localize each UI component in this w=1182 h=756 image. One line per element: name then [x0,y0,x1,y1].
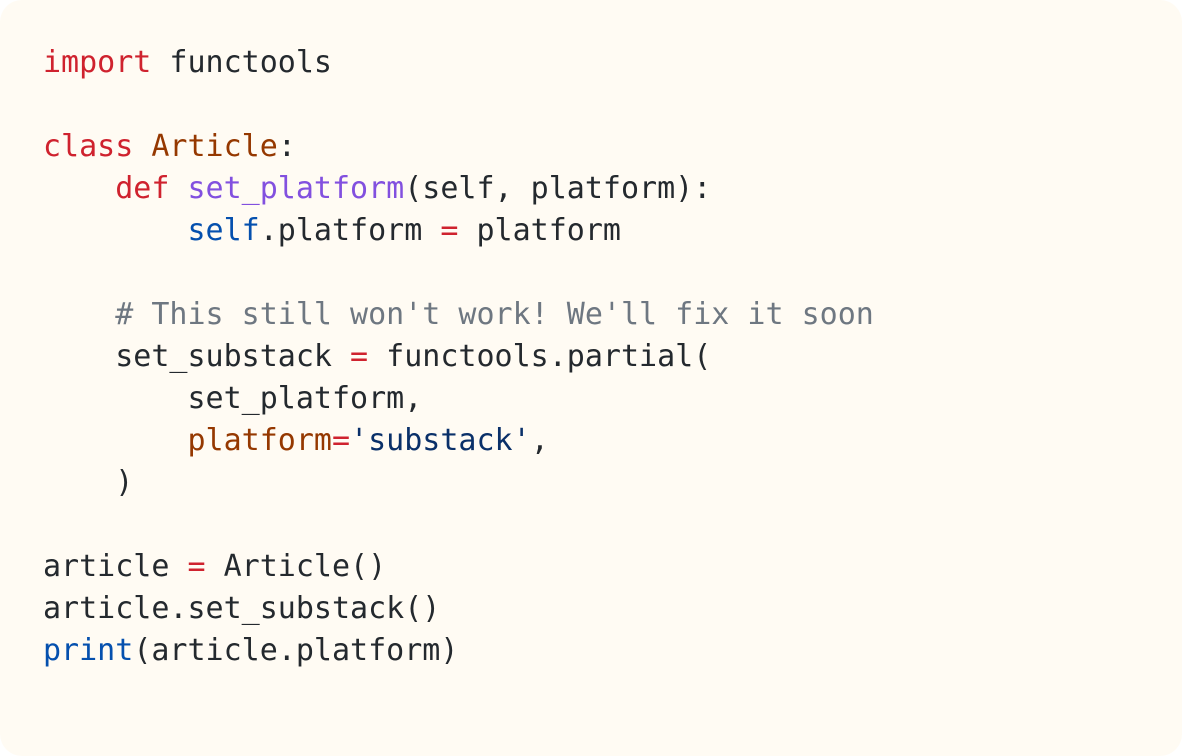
code-token-plain: , [530,423,549,458]
code-token-builtin: print [43,633,134,668]
code-line [43,504,1182,546]
code-token-plain: (self, platform): [404,171,712,206]
code-line: class Article: [43,126,1182,168]
code-token-class-name: Article [151,129,278,164]
code-token-keyword: def [115,171,170,206]
code-token-plain: Article() [205,549,387,584]
code-line [43,252,1182,294]
code-token-operator: = [350,339,369,374]
code-line: set_platform, [43,378,1182,420]
code-line: article.set_substack() [43,588,1182,630]
code-token-plain: ) [43,465,134,500]
code-token-plain [133,129,151,164]
code-token-plain [43,297,115,332]
code-line: set_substack = functools.partial( [43,336,1182,378]
code-line: platform='substack', [43,420,1182,462]
code-token-plain: set_substack [43,339,351,374]
code-token-plain: article [43,549,188,584]
code-token-param: platform [187,423,333,458]
code-token-plain: set_platform, [43,381,423,416]
code-token-operator: = [440,213,459,248]
code-line: article = Article() [43,546,1182,588]
code-token-operator: = [332,423,351,458]
code-token-keyword: class [43,129,134,164]
code-line: def set_platform(self, platform): [43,168,1182,210]
code-token-builtin: self [187,213,260,248]
code-line [43,84,1182,126]
code-token-plain [43,423,188,458]
code-token-string: 'substack' [350,423,531,458]
code-line: ) [43,462,1182,504]
code-token-plain: : [277,129,296,164]
code-token-plain [169,171,187,206]
code-line: import functools [43,42,1182,84]
code-token-keyword: import [43,45,152,80]
code-token-operator: = [187,549,206,584]
code-block: import functools class Article: def set_… [43,42,1182,672]
code-token-plain: .platform [259,213,441,248]
code-line: self.platform = platform [43,210,1182,252]
code-token-comment: # This still won't work! We'll fix it so… [115,297,874,332]
code-token-plain: platform [458,213,621,248]
code-token-plain: article.set_substack() [43,591,441,626]
code-token-plain [43,171,115,206]
code-line: print(article.platform) [43,630,1182,672]
code-token-plain: (article.platform) [133,633,459,668]
code-token-function-name: set_platform [187,171,405,206]
code-token-plain: functools [151,45,332,80]
code-token-plain [43,213,188,248]
code-token-plain: functools.partial( [368,339,712,374]
code-line: # This still won't work! We'll fix it so… [43,294,1182,336]
